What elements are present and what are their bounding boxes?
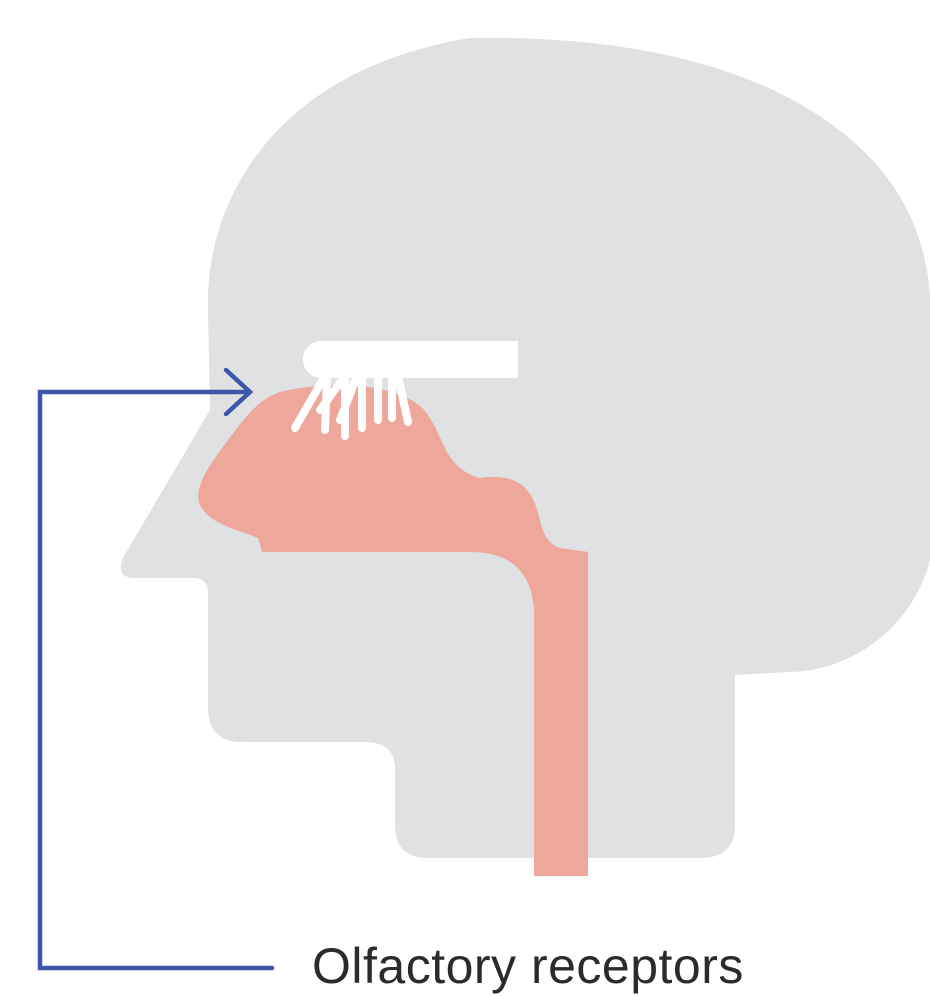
olfactory-tract — [470, 341, 518, 378]
olfactory-receptors-label: Olfactory receptors — [312, 936, 744, 996]
